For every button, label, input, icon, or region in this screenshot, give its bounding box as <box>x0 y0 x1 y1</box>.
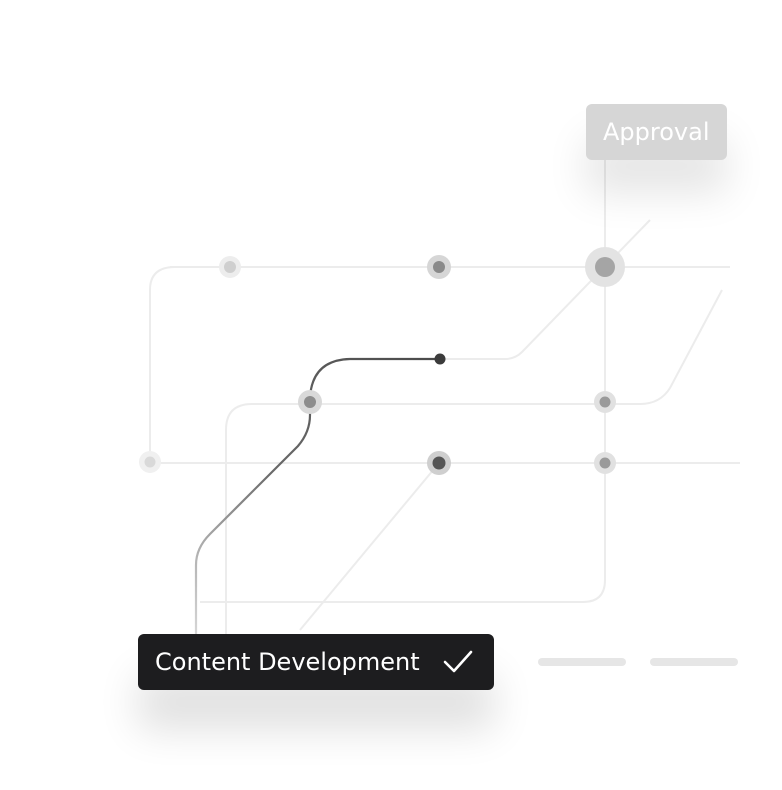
background-routes <box>140 110 740 640</box>
route-middle <box>440 219 651 360</box>
route-right-vertical <box>200 160 606 603</box>
route-404 <box>225 289 723 640</box>
node-mid-left <box>298 390 322 414</box>
content-development-label: Content Development <box>155 648 420 676</box>
node-top-left <box>219 256 241 278</box>
placeholder-bar-2 <box>650 658 738 666</box>
node-lower-left <box>139 451 161 473</box>
node-top-right-large <box>585 247 625 287</box>
route-diagonal <box>299 462 440 631</box>
nodes <box>139 247 625 475</box>
placeholder-bar-1 <box>538 658 626 666</box>
node-lower-center <box>427 451 451 475</box>
approval-tag[interactable]: Approval <box>586 104 727 160</box>
approval-label: Approval <box>603 118 710 146</box>
node-active-end <box>434 353 446 365</box>
node-top-center <box>427 255 451 279</box>
node-mid-right <box>594 391 616 413</box>
route-left <box>149 266 176 460</box>
checkmark-icon <box>442 648 474 676</box>
active-route <box>194 357 440 640</box>
content-development-tag[interactable]: Content Development <box>138 634 494 690</box>
node-lower-right <box>594 452 616 474</box>
